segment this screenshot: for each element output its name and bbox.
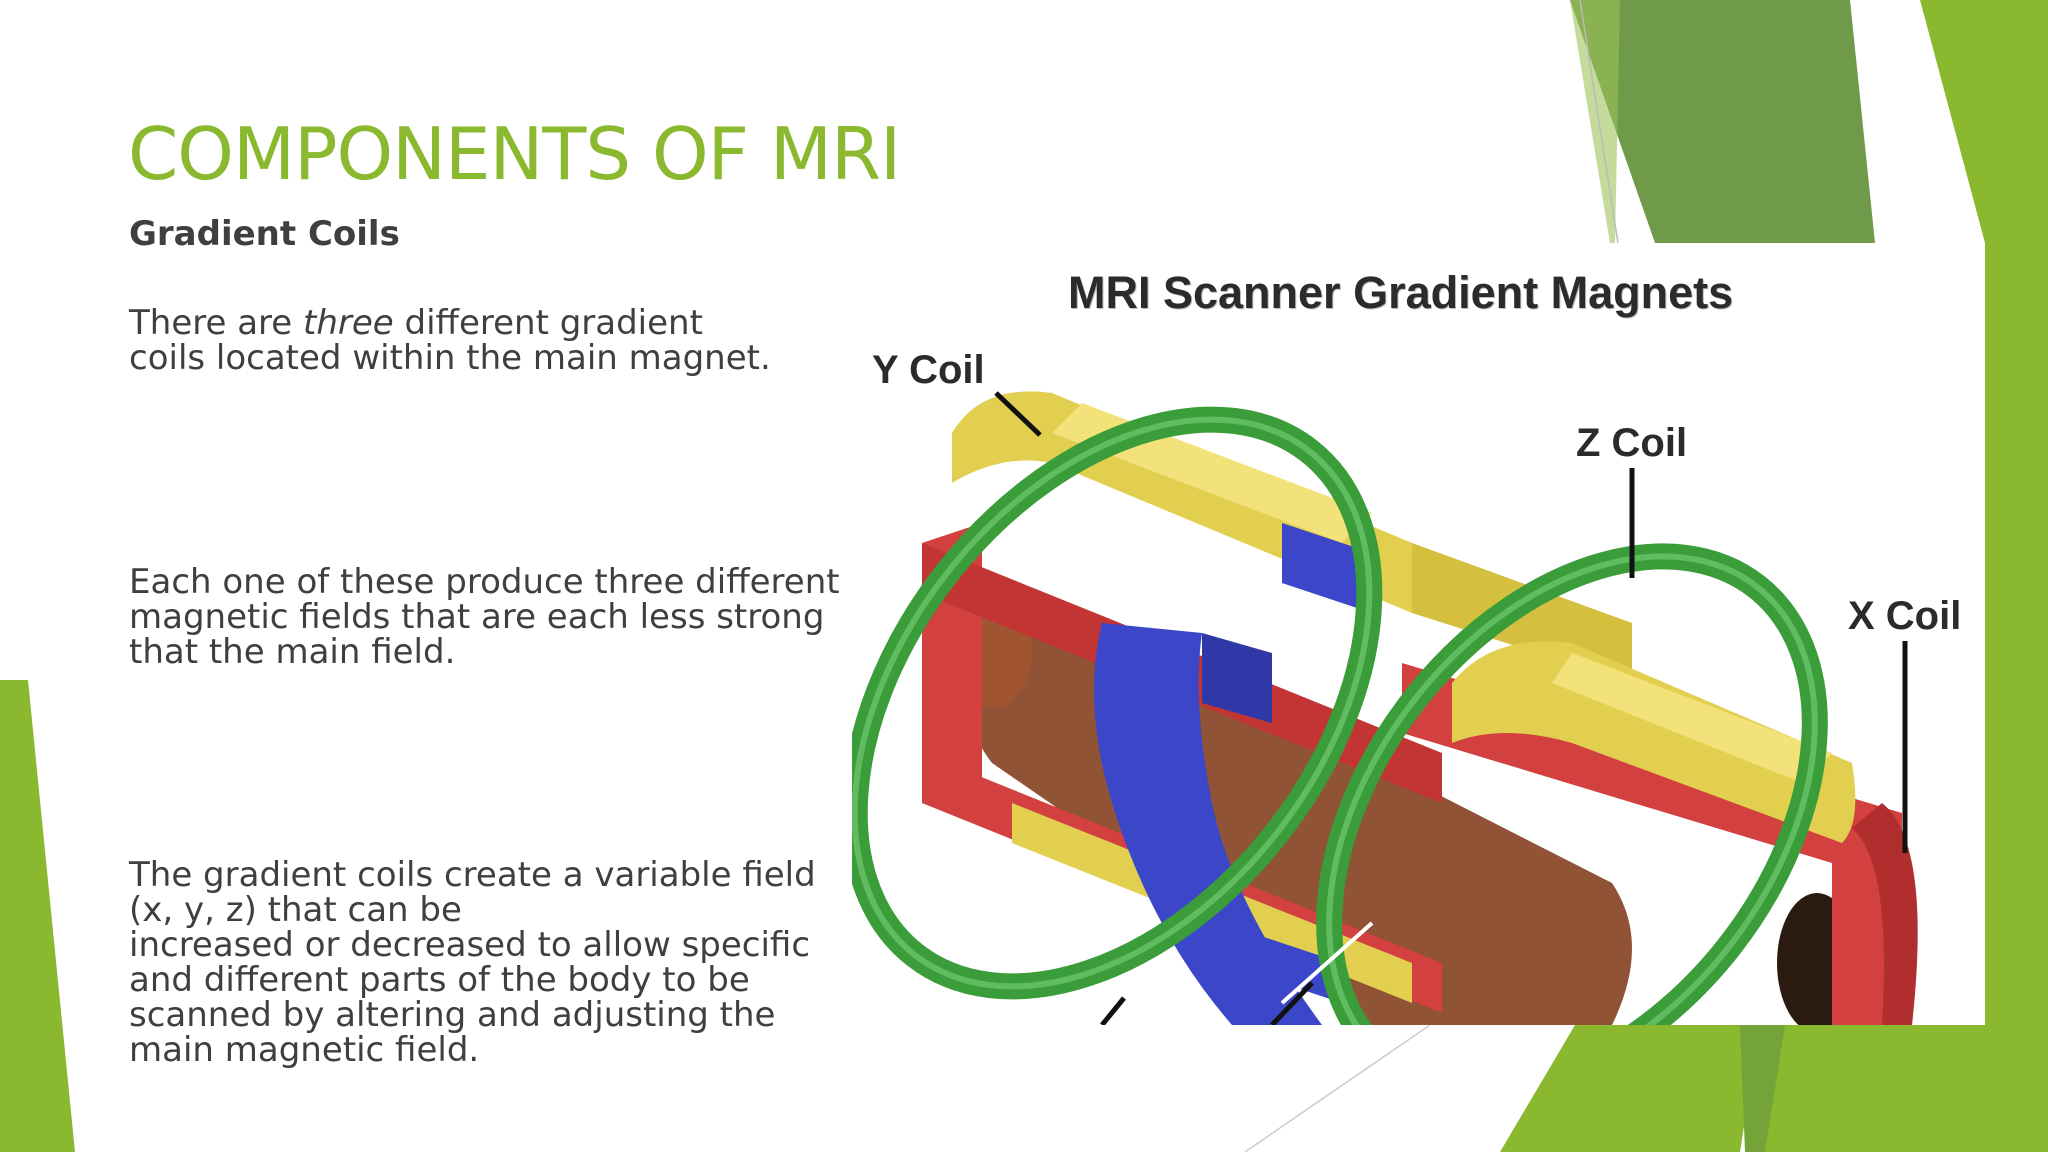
y-coil-right-face [1552,653,1832,783]
paragraph3-line: The gradient coils create a variable fie… [129,855,816,895]
paragraph-three-coils: There are three different gradient coils… [129,306,771,376]
text-segment: different gradient [393,303,703,343]
y-coil-label: Y Coil [872,348,985,392]
top-right-dark-triangle [1570,0,1875,243]
paragraph1-line1: There are three different gradient [129,306,771,341]
x-coil-right-edge [1852,803,1918,1025]
paragraph2-line: magnetic fields that are each less stron… [129,597,825,637]
z-coil-green-ring-right-highlight [1326,553,1818,1025]
decor-line-bottom [1244,1024,1431,1152]
slide-title: COMPONENTS OF MRI [128,112,901,196]
bottom-right-triangle-light [1500,1025,1760,1152]
coil-illustration [852,391,1918,1025]
bottom-right-band [1730,1025,1985,1152]
paragraph2-line: Each one of these produce three differen… [129,562,840,602]
paragraph3-line: and different parts of the body to be [129,960,750,1000]
paragraph3-line: scanned by altering and adjusting the [129,995,776,1035]
paragraph-magnetic-fields: Each one of these produce three differen… [129,565,840,670]
z-coil-blue-block-top [1282,523,1372,613]
section-subtitle: Gradient Coils [129,214,400,254]
paragraph1-line2: coils located within the main magnet. [129,338,771,378]
bottom-pointer-left [1100,996,1126,1025]
bottom-left-triangle [0,680,75,1152]
paragraph-variable-field: The gradient coils create a variable fie… [129,858,816,1068]
paragraph3-line: main magnetic field. [129,1030,480,1070]
right-edge-band [1985,0,2048,1152]
z-coil-blue-band [1094,623,1322,1025]
x-coil-right-frame [1402,663,1902,1025]
y-coil-pointer [994,391,1042,437]
z-coil-blue-block-bottom [1252,933,1342,1003]
paragraph3-line: increased or decreased to allow specific [129,925,811,965]
x-coil-label: X Coil [1848,594,1962,638]
z-coil-label: Z Coil [1576,421,1688,465]
text-segment: There are [129,303,303,343]
paragraph2-line: that the main field. [129,632,456,672]
bottom-pointer-right [1270,981,1314,1025]
z-coil-blue-block-mid [1202,633,1272,723]
bottom-right-shade [1740,1025,1785,1152]
mri-gradient-coils-figure: MRI Scanner Gradient Magnets Y Coil Z Co… [852,243,1983,1025]
emphasis-three: three [302,303,394,343]
decor-line-top [1579,0,1619,244]
bottom-pointer-highlight [1280,921,1374,1005]
paragraph3-line: (x, y, z) that can be [129,890,462,930]
figure-title: MRI Scanner Gradient Magnets [1068,267,1734,318]
z-coil-green-ring-left-highlight [852,416,1373,990]
top-right-sliver [1570,0,1620,243]
y-coil-right-front [1452,641,1856,843]
